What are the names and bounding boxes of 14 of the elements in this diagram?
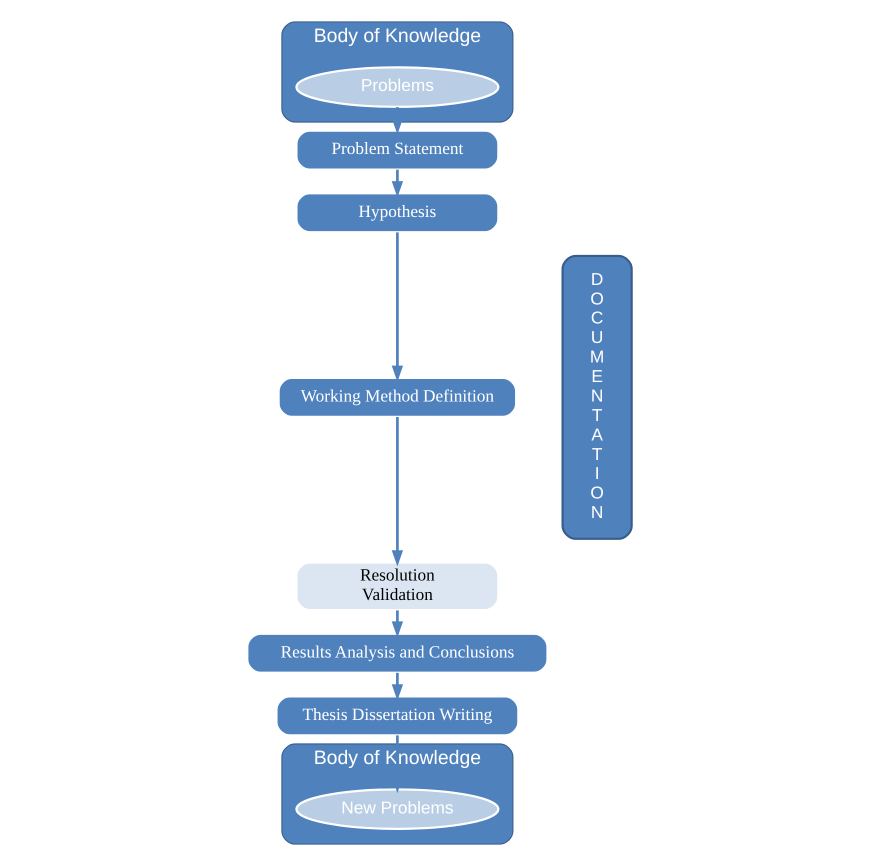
arrow <box>391 170 403 198</box>
arrow <box>391 232 403 382</box>
arrow <box>391 417 403 566</box>
node-box: DOCUMENTATION <box>561 254 632 540</box>
node-box: Problem Statement <box>294 130 499 171</box>
node-ellipse: Problems <box>294 66 499 108</box>
arrow <box>391 107 403 134</box>
node-box: Thesis Dissertation Writing <box>274 695 519 736</box>
node-box: Hypothesis <box>294 192 499 234</box>
arrow <box>391 610 403 638</box>
node-ellipse: New Problems <box>294 788 499 830</box>
node-box: Resolution Validation <box>294 561 499 612</box>
node-box: Working Method Definition <box>277 376 517 418</box>
node-box: Results Analysis and Conclusions <box>246 632 548 674</box>
